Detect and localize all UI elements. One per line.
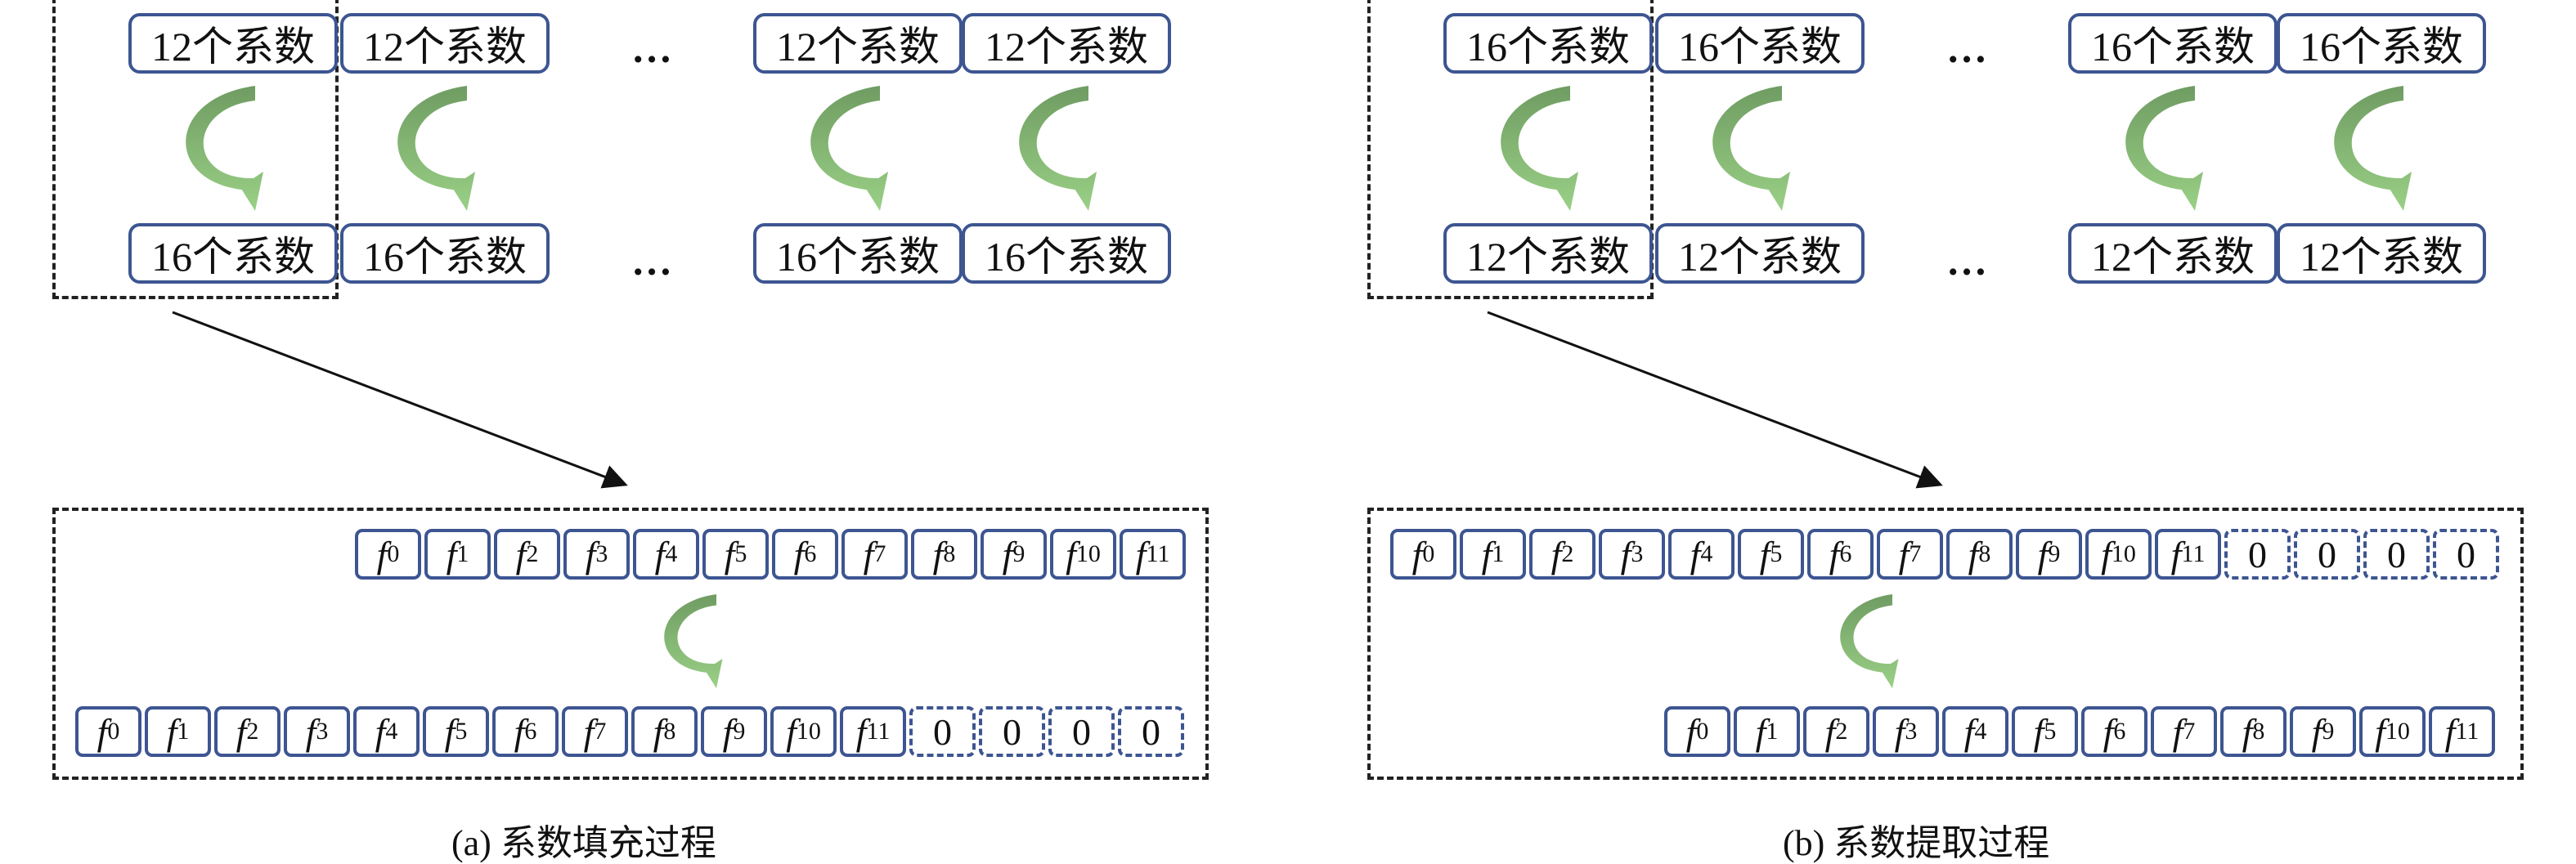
coefficient-cell: 0 [2294,529,2360,580]
curved-arrow-icon [2334,86,2412,211]
caption-b: (b) 系数提取过程 [1783,823,2050,863]
coefficient-cell: 0 [2433,529,2499,580]
group-dashed-box [52,0,339,299]
curved-arrow-icon [1840,594,1899,688]
bottom-block: 12个系数 [2277,223,2486,284]
top-block: 16个系数 [1443,13,1653,74]
coefficient-cell: 0 [909,706,976,757]
bottom-block: 16个系数 [753,223,963,284]
detail-dashed-box [52,508,1209,780]
curved-arrow-icon [186,86,263,211]
bottom-block: 12个系数 [2068,223,2278,284]
ellipsis: … [1946,238,1987,284]
bottom-block: 16个系数 [962,223,1171,284]
coefficient-cell: 0 [1118,706,1184,757]
curved-arrow-icon [1712,86,1790,211]
bottom-block: 12个系数 [1655,223,1865,284]
pointer-arrow [172,311,628,489]
top-block: 12个系数 [128,13,338,74]
top-block: 12个系数 [962,13,1171,74]
coefficient-cell: 0 [2224,529,2291,580]
top-block: 16个系数 [2068,13,2278,74]
pointer-arrow [1487,311,1943,489]
caption-a: (a) 系数填充过程 [451,823,716,863]
bottom-block: 16个系数 [128,223,338,284]
top-block: 12个系数 [340,13,550,74]
top-block: 16个系数 [1655,13,1865,74]
group-dashed-box [1367,0,1654,299]
curved-arrow-icon [1501,86,1578,211]
curved-arrow-icon [2125,86,2203,211]
curved-arrow-icon [397,86,475,211]
top-block: 12个系数 [753,13,963,74]
ellipsis: … [631,238,672,284]
curved-arrow-icon [664,594,723,688]
ellipsis: … [631,25,672,71]
ellipsis: … [1946,25,1987,71]
curved-arrow-icon [1019,86,1097,211]
coefficient-cell: 0 [1048,706,1115,757]
curved-arrow-icon [810,86,888,211]
coefficient-cell: 0 [979,706,1045,757]
bottom-block: 12个系数 [1443,223,1653,284]
coefficient-cell: 0 [2363,529,2430,580]
bottom-block: 16个系数 [340,223,550,284]
top-block: 16个系数 [2277,13,2486,74]
detail-dashed-box [1367,508,2524,780]
